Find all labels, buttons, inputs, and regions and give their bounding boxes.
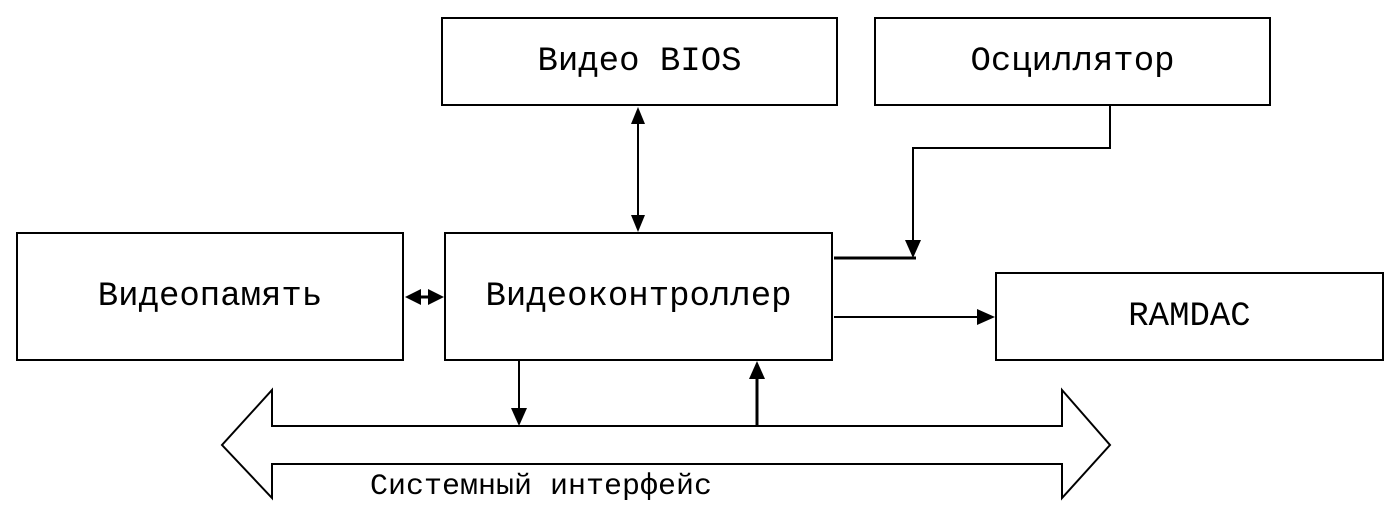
- ramdac-block: RAMDAC: [995, 272, 1384, 361]
- video-bios-label: Видео BIOS: [537, 42, 742, 81]
- controller-arrowhead-up: [631, 215, 645, 232]
- system-bus-label: Системный интерфейс: [370, 470, 713, 504]
- video-controller-block: Видеоконтроллер: [444, 232, 833, 361]
- controller-arrowhead-bottom: [749, 361, 765, 379]
- video-bios-block: Видео BIOS: [441, 17, 838, 106]
- controller-arrowhead-left: [428, 289, 444, 305]
- oscillator-arrowhead: [905, 240, 921, 258]
- oscillator-label: Осциллятор: [970, 42, 1175, 81]
- video-memory-label: Видеопамять: [97, 277, 323, 316]
- ramdac-arrowhead: [977, 309, 995, 325]
- bios-arrowhead-up: [631, 107, 645, 124]
- system-bus-arrow: [220, 387, 1112, 501]
- bus-arrowhead-down: [511, 408, 527, 426]
- memory-arrowhead-left: [405, 289, 421, 305]
- ramdac-label: RAMDAC: [1128, 297, 1251, 336]
- oscillator-block: Осциллятор: [874, 17, 1271, 106]
- video-controller-label: Видеоконтроллер: [485, 277, 792, 316]
- video-memory-block: Видеопамять: [16, 232, 404, 361]
- oscillator-link: [912, 106, 1111, 240]
